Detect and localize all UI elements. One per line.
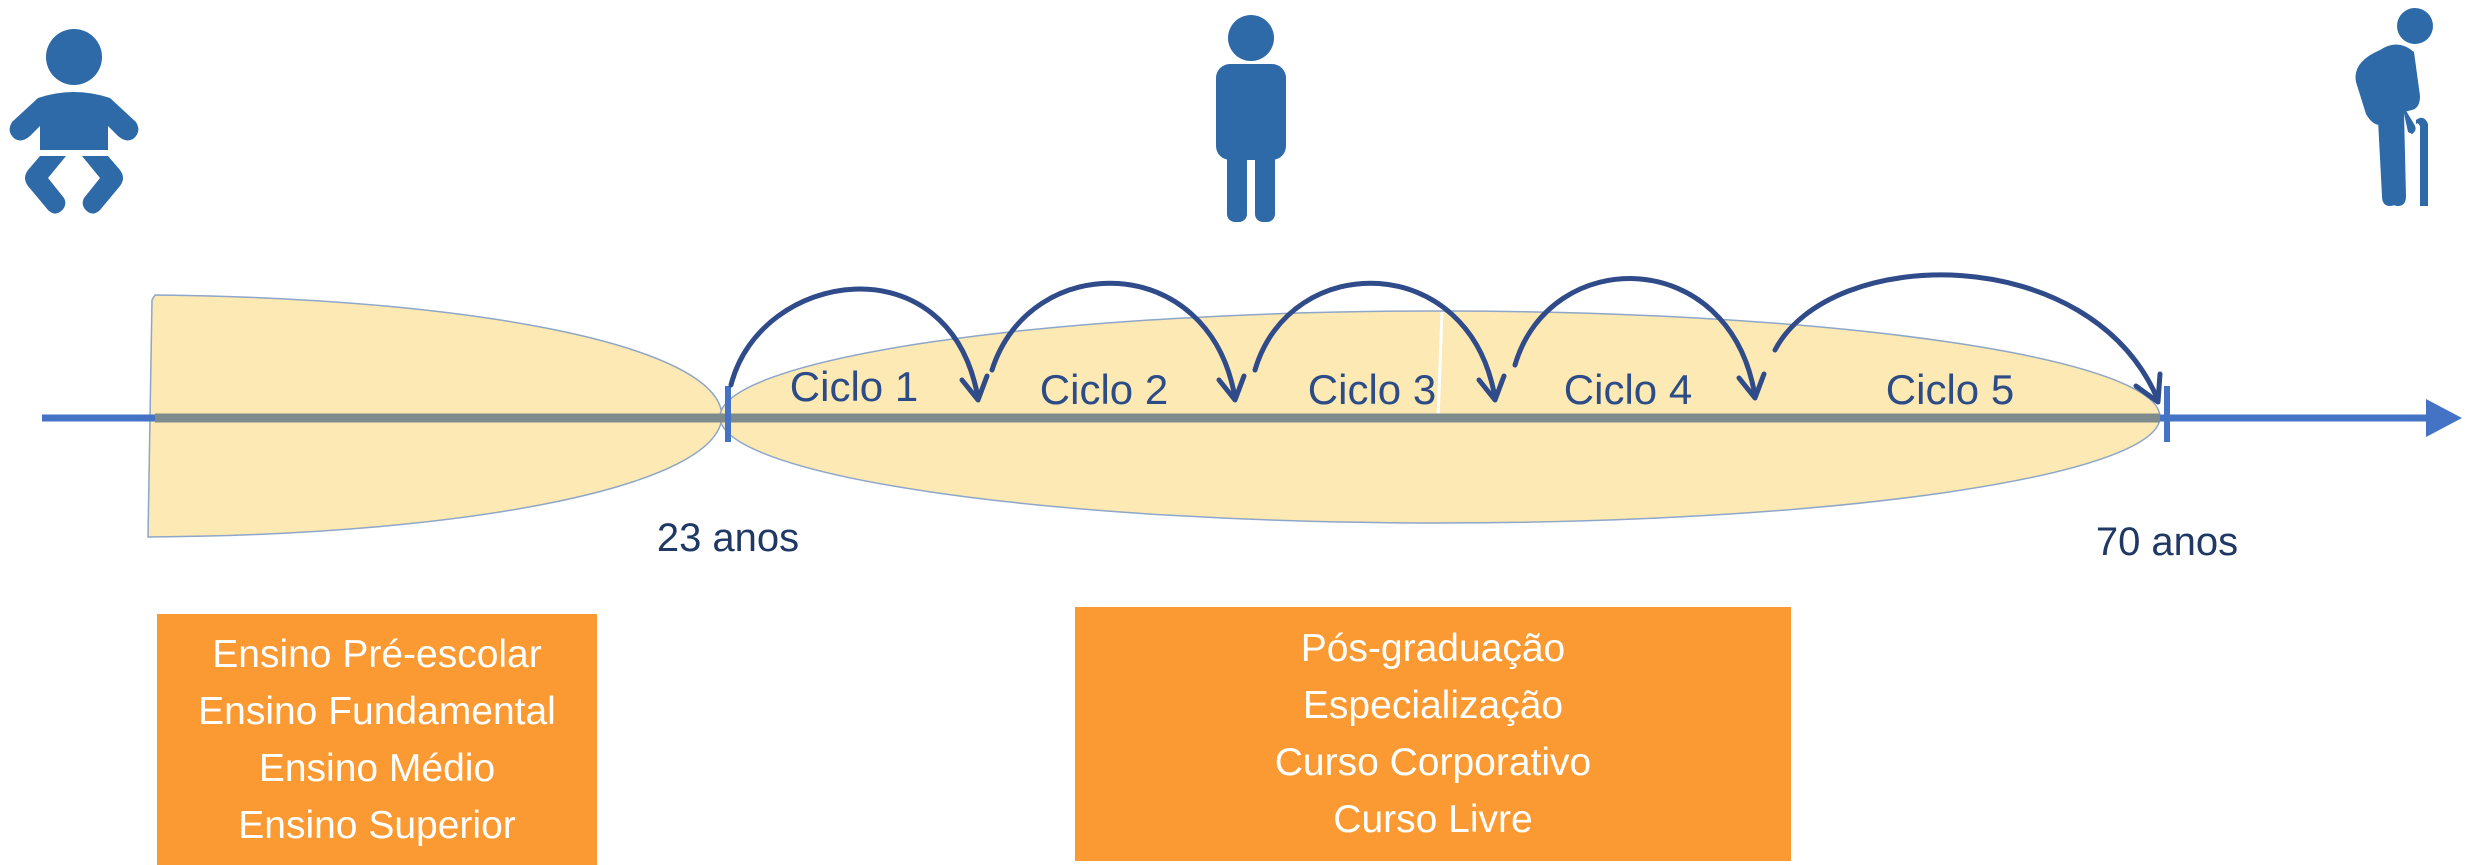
baby-icon — [9, 29, 139, 214]
cycle-arc-1 — [728, 286, 981, 401]
ellipse-seam — [1436, 311, 1444, 421]
timeline-arrow-head — [2426, 399, 2462, 437]
cycle-arc-5 — [1772, 272, 2161, 403]
continuing-education-item: Pós-graduação — [1300, 627, 1566, 670]
continuing-education-item: Especialização — [1302, 684, 1564, 727]
age-label-70: 70 anos — [2096, 520, 2238, 564]
cycle-label-4: Ciclo 4 — [1564, 366, 1692, 413]
basic-education-box: Ensino Pré-escolar Ensino Fundamental En… — [157, 614, 597, 865]
age-label-23: 23 anos — [657, 516, 799, 560]
basic-education-item: Ensino Médio — [258, 746, 496, 790]
cycle-arrowhead-4 — [1736, 371, 1767, 401]
cycle-arcs — [728, 272, 2163, 405]
cycle-label-2: Ciclo 2 — [1040, 366, 1168, 413]
adult-person-icon — [1216, 15, 1286, 222]
cycle-label-3: Ciclo 3 — [1308, 366, 1436, 413]
cycle-arc-4 — [1512, 276, 1758, 399]
cycle-arrowhead-5 — [2133, 371, 2163, 405]
continuing-education-box: Pós-graduação Especialização Curso Corpo… — [1075, 607, 1791, 861]
basic-education-item: Ensino Superior — [238, 803, 516, 847]
continuing-education-item: Curso Corporativo — [1274, 741, 1592, 784]
continuing-education-item: Curso Livre — [1333, 798, 1533, 841]
cycle-arc-2 — [989, 280, 1238, 401]
cycle-arrowhead-2 — [1216, 373, 1247, 403]
elderly-person-with-cane-icon — [2355, 8, 2433, 206]
cycle-arc-3 — [1252, 280, 1498, 401]
basic-education-item: Ensino Pré-escolar — [212, 632, 542, 676]
cycle-label-1: Ciclo 1 — [790, 363, 918, 410]
basic-education-item: Ensino Fundamental — [198, 689, 556, 733]
cycle-arrowhead-1 — [959, 373, 990, 403]
cycle-arrowhead-3 — [1476, 373, 1507, 403]
cycle-label-5: Ciclo 5 — [1886, 366, 2014, 413]
